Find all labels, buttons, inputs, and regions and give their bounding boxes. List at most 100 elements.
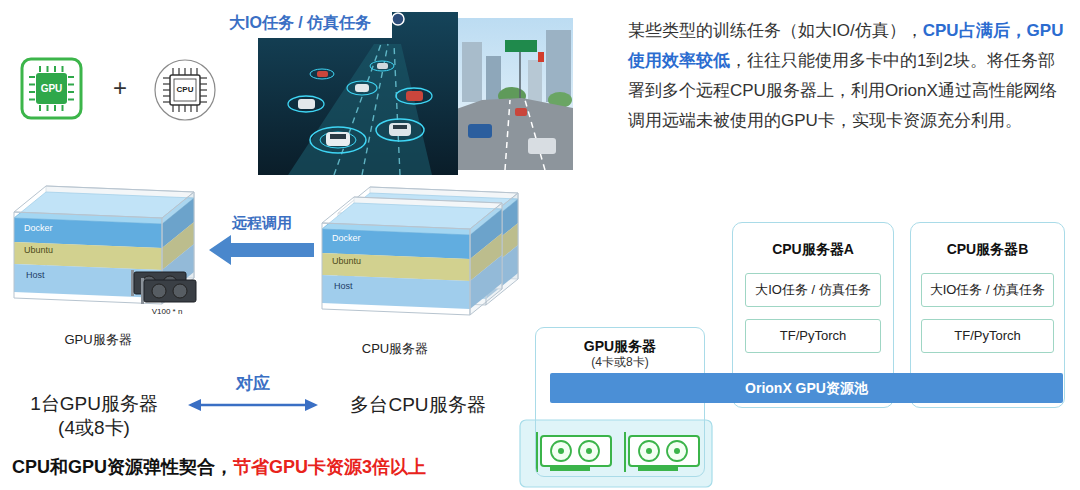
drawing-part	[470, 203, 502, 315]
drawing-part	[173, 284, 187, 298]
simulation-picture	[258, 12, 458, 175]
node-text: CPU	[153, 85, 217, 95]
node-text: CPU服务器B	[911, 240, 1064, 258]
node-text: CPU服务器A	[733, 240, 893, 258]
drawing-part	[667, 441, 687, 461]
drawing-part	[288, 44, 432, 175]
node-text: V100 * n	[134, 307, 200, 317]
cpu-server-count: 多台CPU服务器	[340, 393, 496, 417]
drawing-part	[68, 91, 74, 93]
drawing-part	[39, 105, 41, 111]
drawing-part	[29, 91, 35, 93]
drawing-part	[550, 466, 590, 471]
drawing-part	[200, 101, 207, 102]
drawing-part	[505, 100, 510, 170]
drawing-part	[468, 124, 492, 138]
drawing-part	[39, 66, 41, 72]
drawing-part	[528, 60, 542, 102]
node-text: 多台CPU服务器	[350, 393, 485, 417]
drawing-part	[68, 76, 74, 78]
drawing-part	[163, 77, 170, 78]
drawing-part	[196, 68, 197, 75]
drawing-part	[629, 436, 699, 466]
drawing-part	[538, 52, 544, 62]
node-text: Ubuntu	[332, 256, 361, 267]
drawing-part	[47, 66, 49, 72]
drawing-part	[196, 105, 197, 112]
description-text: 某些类型的训练任务（如大IO/仿真），	[628, 21, 923, 40]
drawing-part	[310, 127, 366, 153]
drawing-part	[144, 280, 196, 302]
drawing-part	[47, 105, 49, 111]
drawing-part	[586, 448, 592, 454]
node-text: Ubuntu	[24, 245, 53, 256]
drawing-part	[200, 83, 207, 84]
drawing-part	[639, 441, 659, 461]
drawing-part	[200, 89, 207, 90]
gpu-server-illustration-drawing	[10, 180, 205, 356]
drawing-part	[334, 44, 381, 175]
drawing-part	[29, 84, 35, 86]
drawing-part	[68, 84, 74, 86]
drawing-part	[310, 69, 334, 79]
drawing-part	[54, 105, 56, 111]
summary-line: CPU和GPU资源弹性契合，节省GPU卡资源3倍以上	[12, 455, 572, 479]
drawing-part	[163, 101, 170, 102]
node-text: Host	[26, 270, 45, 281]
drawing-part	[62, 66, 64, 72]
street-scene-picture	[448, 18, 573, 170]
node-text: GPU服务器	[48, 332, 148, 348]
drawing-part	[370, 61, 394, 71]
drawing-part	[298, 99, 315, 109]
node-text: OrionX GPU资源池	[745, 379, 868, 397]
drawing-part	[347, 81, 377, 95]
gpu-server-illustration: DockerUbuntuHostV100 * n GPU服务器	[10, 180, 205, 356]
drawing-part	[190, 68, 191, 75]
resource-pool-bar: OrionX GPU资源池	[550, 373, 1063, 403]
cpu-server-illustration-drawing	[318, 183, 520, 363]
drawing-part	[462, 42, 482, 102]
drawing-part	[646, 448, 652, 454]
plus-sign: +	[113, 74, 127, 102]
drawing-part	[152, 284, 166, 298]
drawing-part	[448, 18, 573, 170]
drawing-part	[406, 91, 423, 101]
edge-label: 远程调用	[229, 213, 295, 232]
drawing-part	[178, 105, 179, 112]
drawing-part	[288, 96, 324, 112]
drawing-part	[163, 95, 170, 96]
drawing-part	[317, 71, 328, 77]
description-paragraph: 某些类型的训练任务（如大IO/仿真），CPU占满后，GPU使用效率较低，往往只能…	[628, 16, 1068, 136]
drawing-part	[184, 68, 185, 75]
drawing-part	[322, 223, 470, 315]
drawing-part	[448, 98, 573, 170]
drawing-part	[558, 448, 564, 454]
gpu-chip-icon: GPU	[20, 57, 83, 120]
drawing-part	[172, 68, 173, 75]
drawing-part	[377, 63, 388, 69]
drawing-part	[320, 132, 356, 148]
node-text: 大IO任务 / 仿真任务	[930, 282, 1046, 298]
node-text: CPU服务器	[345, 341, 445, 357]
correspondence-arrow	[188, 399, 318, 411]
drawing-part	[362, 44, 388, 175]
node-text: Docker	[24, 223, 53, 234]
node-text: Docker	[332, 233, 361, 244]
drawing-part	[163, 89, 170, 90]
remote-call-arrow	[209, 235, 314, 265]
task-box: 大IO任务 / 仿真任务	[921, 273, 1054, 307]
drawing-part	[528, 138, 556, 154]
edge-label: 对应	[233, 373, 273, 394]
drawing-part	[330, 134, 346, 139]
benefit-text: 节省GPU卡资源3倍以上	[233, 457, 426, 477]
drawing-part	[163, 83, 170, 84]
drawing-part	[389, 123, 411, 136]
task-box: 大IO任务 / 仿真任务	[745, 273, 881, 307]
drawing-part	[551, 441, 571, 461]
drawing-part	[376, 119, 424, 141]
drawing-part	[68, 99, 74, 101]
drawing-part	[396, 88, 432, 104]
node-text: GPU服务器	[536, 337, 704, 355]
drawing-part	[355, 84, 369, 92]
